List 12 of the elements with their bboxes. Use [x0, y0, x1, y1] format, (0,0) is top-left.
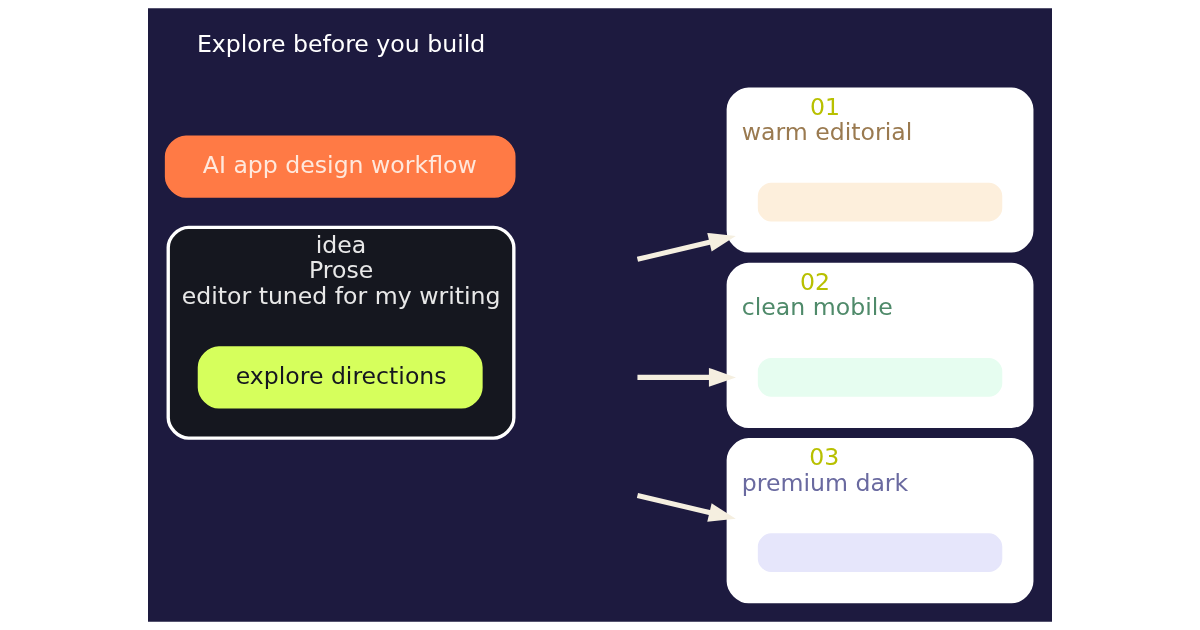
cluster: 01 warm editorial	[726, 87, 1034, 253]
node-bar	[757, 533, 1003, 573]
node-box: AI app design workflow	[164, 135, 516, 198]
cluster: 03 premium dark	[726, 438, 1034, 604]
cluster: 02 clean mobile	[726, 262, 1034, 428]
node-bar	[757, 182, 1003, 222]
label: Explore before you build	[196, 29, 486, 58]
arrow	[636, 492, 736, 522]
arrow	[636, 233, 736, 262]
node-bar	[757, 358, 1003, 397]
arrow	[637, 367, 736, 387]
node-box: explore directions	[197, 346, 483, 409]
